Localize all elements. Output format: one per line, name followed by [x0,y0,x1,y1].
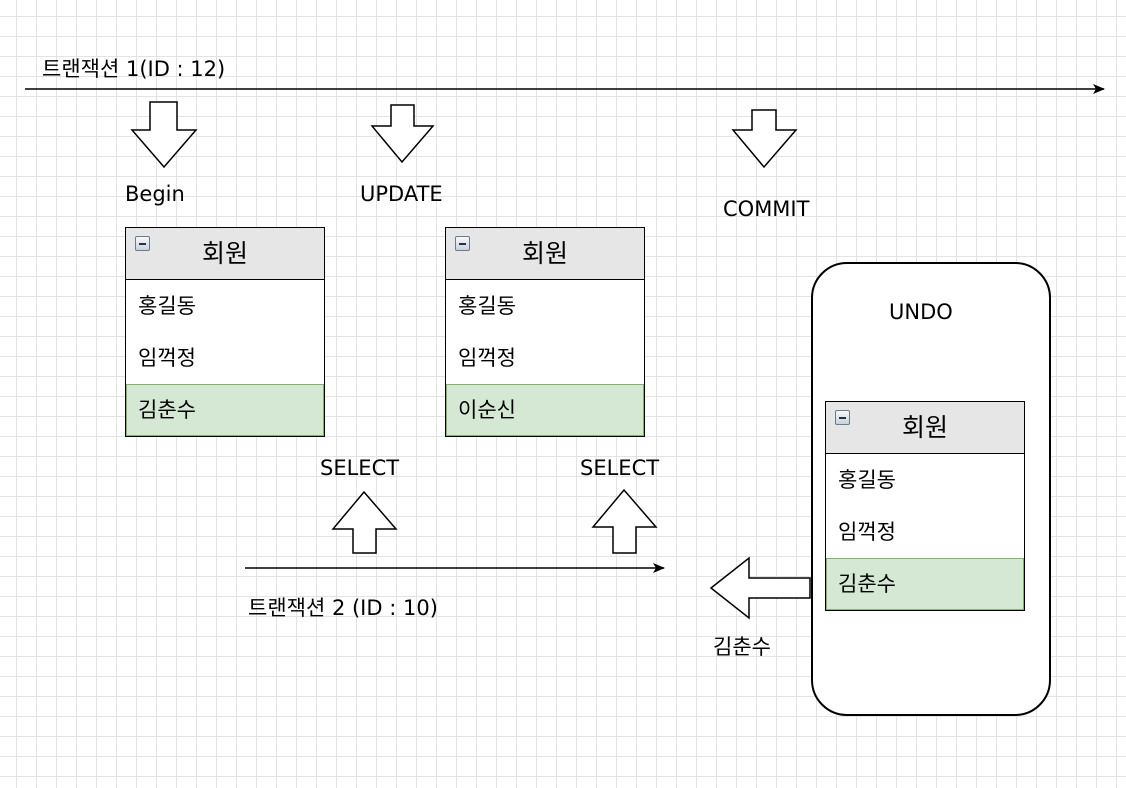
transaction1-label: 트랜잭션 1(ID : 12) [42,57,226,81]
member-table-update: 회원 홍길동 임꺽정 이순신 [445,227,645,437]
table-title: 회원 [901,413,948,442]
select1-up-arrow [331,490,398,554]
begin-down-arrow [130,101,198,169]
undo-value-label: 김춘수 [713,635,771,659]
table-row-highlighted: 김춘수 [126,384,324,436]
select2-up-arrow [591,488,658,554]
begin-label: Begin [125,182,185,206]
collapse-icon[interactable] [455,236,470,251]
table-row-highlighted: 김춘수 [826,558,1024,610]
table-row: 임꺽정 [838,520,896,544]
table-title: 회원 [201,239,248,268]
transaction2-label: 트랜잭션 2 (ID : 10) [248,596,438,620]
table-header: 회원 [446,228,644,280]
table-header: 회원 [826,402,1024,454]
table-row: 홍길동 [838,468,896,492]
commit-down-arrow [731,109,798,169]
table-row: 임꺽정 [138,346,196,370]
table-header: 회원 [126,228,324,280]
table-title: 회원 [521,239,568,268]
collapse-icon[interactable] [135,236,150,251]
select2-label: SELECT [580,456,660,480]
table-row: 홍길동 [138,294,196,318]
member-table-undo: 회원 홍길동 임꺽정 김춘수 [825,401,1025,611]
select1-label: SELECT [320,456,400,480]
table-row-highlighted: 이순신 [446,384,644,436]
commit-label: COMMIT [723,197,810,221]
update-down-arrow [370,104,435,164]
update-label: UPDATE [360,182,443,206]
undo-left-arrow [709,556,811,620]
collapse-icon[interactable] [835,410,850,425]
member-table-begin: 회원 홍길동 임꺽정 김춘수 [125,227,325,437]
undo-label: UNDO [889,300,953,324]
table-row: 임꺽정 [458,346,516,370]
table-row: 홍길동 [458,294,516,318]
